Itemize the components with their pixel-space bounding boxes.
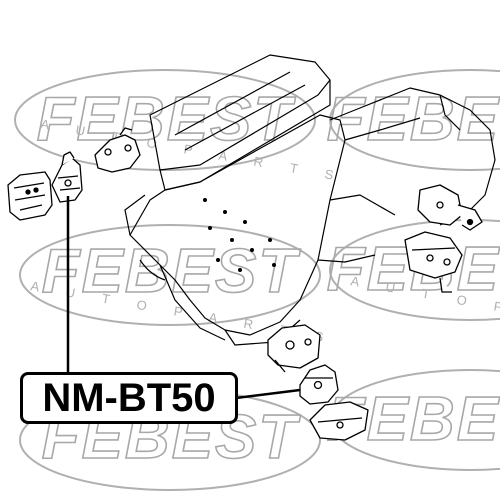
part-number-label: NM-BT50	[20, 372, 238, 424]
right-mount-assembly	[404, 184, 483, 293]
mount-bracket-upper	[94, 127, 141, 173]
transmission-housing	[317, 87, 496, 263]
leader-line-right	[235, 388, 301, 400]
watermark-brand: FEBEST	[37, 85, 297, 154]
left-mount-assembly	[7, 127, 141, 221]
mount-nm-bt50-left	[51, 151, 83, 203]
watermark-layer: FEBEST A U T O P A R T S FEBEST FEBEST A…	[14, 69, 500, 491]
mount-nm-bt50-right	[299, 364, 339, 405]
watermark-brand: FEBEST	[42, 237, 302, 306]
mount-bracket-bottom	[309, 401, 369, 441]
mount-insulator-left	[7, 171, 53, 221]
bolt-holes	[203, 198, 276, 272]
mount-bracket-lower-center	[267, 324, 321, 373]
leader-lines	[66, 196, 301, 400]
mount-bracket-right-lower	[404, 231, 463, 293]
mount-bracket-right-upper	[417, 184, 483, 231]
lower-mount-assembly	[267, 324, 369, 441]
